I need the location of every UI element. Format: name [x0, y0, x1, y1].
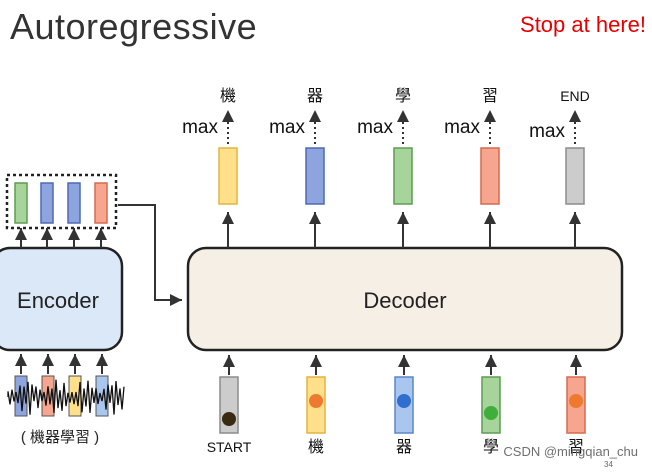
token-dot — [309, 394, 323, 408]
encoder-box — [0, 246, 124, 352]
max-label: max — [444, 117, 480, 138]
max-label: max — [269, 117, 305, 138]
encoder-input-frame — [41, 375, 55, 417]
encoder-output-vector — [40, 182, 54, 224]
encoder-output-vector — [14, 182, 28, 224]
encoder-output-vector — [94, 182, 108, 224]
encoder-label: Encoder — [17, 288, 99, 313]
output-token: 學 — [395, 87, 411, 105]
decoder-output-distribution — [393, 147, 413, 205]
page-number: 34 — [604, 460, 613, 469]
output-token: END — [560, 88, 590, 104]
input-token: 學 — [483, 438, 499, 456]
token-dot — [222, 412, 236, 426]
decoder-output-distribution — [565, 147, 585, 205]
output-token: 機 — [220, 87, 236, 105]
encoder-output-vector — [67, 182, 81, 224]
decoder-box — [186, 246, 624, 352]
decoder-label: Decoder — [363, 288, 446, 313]
encoder-input-frame — [95, 375, 109, 417]
decoder-output-distribution — [305, 147, 325, 205]
audio-waveform — [7, 379, 125, 415]
output-token: 習 — [482, 87, 498, 105]
watermark: CSDN @mingqian_chu — [503, 444, 638, 459]
encoder-output-group — [5, 173, 118, 230]
input-token: START — [207, 439, 252, 455]
slide-title: Autoregressive — [10, 6, 258, 47]
token-dot — [569, 394, 583, 408]
decoder-output-distribution — [480, 147, 500, 205]
encoder-to-decoder-arrow — [118, 204, 182, 306]
stop-note: Stop at here! — [520, 12, 646, 37]
token-dot — [484, 406, 498, 420]
output-token: 器 — [307, 87, 323, 105]
decoder-output-distribution — [218, 147, 238, 205]
encoder-input-caption: ( 機器學習 ) — [21, 428, 99, 446]
input-token: 機 — [308, 438, 324, 456]
input-token: 習 — [568, 438, 584, 456]
max-label: max — [529, 121, 565, 142]
max-label: max — [182, 117, 218, 138]
decoder-input-vector — [481, 376, 501, 434]
max-label: max — [357, 117, 393, 138]
token-dot — [397, 394, 411, 408]
input-token: 器 — [396, 438, 412, 456]
